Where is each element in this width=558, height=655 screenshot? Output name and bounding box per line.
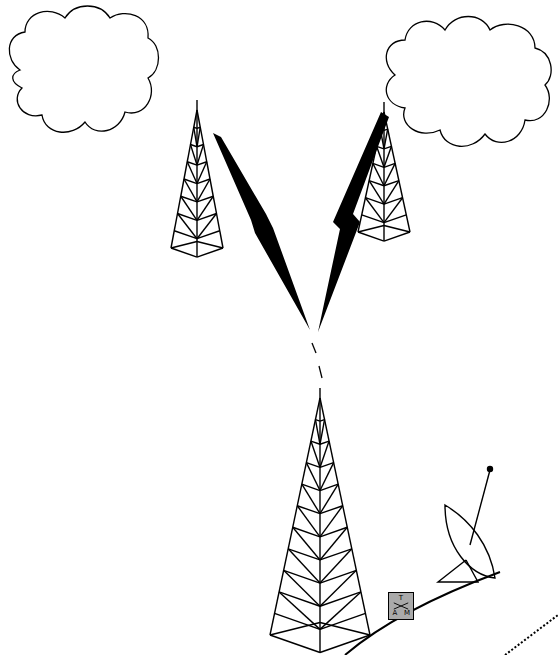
tower-strut — [320, 613, 365, 629]
tower-strut — [383, 102, 384, 112]
tower-strut — [358, 232, 384, 241]
tower-strut — [320, 506, 343, 537]
tower-strut — [320, 420, 325, 445]
tower-strut — [384, 198, 403, 223]
switch-cross — [394, 603, 408, 609]
tower-strut — [384, 163, 395, 185]
ground-line — [345, 572, 500, 655]
tower-strut — [297, 506, 320, 537]
tower-strut — [384, 129, 388, 149]
tower-strut — [184, 179, 197, 202]
switch-letter: M — [404, 610, 410, 617]
tower-strut — [320, 441, 329, 467]
tower-strut — [197, 127, 200, 147]
cloud — [9, 6, 158, 132]
tower-strut — [187, 162, 197, 184]
switch-letter: A — [393, 610, 398, 617]
tower-strut — [320, 484, 338, 514]
tower-strut — [197, 110, 223, 248]
lightning-bolts — [213, 112, 389, 332]
signal-mark — [319, 366, 322, 378]
tower-strut — [279, 592, 320, 629]
tower-strut — [302, 484, 320, 514]
lightning-bolt — [213, 133, 310, 330]
tower-strut — [384, 112, 410, 232]
tower-strut — [384, 232, 410, 241]
tower-strut — [197, 179, 210, 202]
tower-strut — [293, 527, 320, 560]
tower-strut — [194, 127, 197, 147]
tower-strut — [320, 463, 334, 491]
tower-strut — [197, 214, 217, 239]
tower-strut — [197, 248, 223, 257]
tower-strut — [319, 398, 320, 653]
tower-strut — [319, 388, 320, 398]
clouds — [9, 6, 551, 146]
tower-strut — [196, 100, 197, 110]
signal-mark — [312, 343, 316, 353]
tower-strut — [171, 110, 197, 248]
tower-strut — [171, 242, 197, 249]
tower-strut — [320, 527, 347, 560]
lightning-bolt — [318, 112, 389, 332]
tower-strut — [384, 226, 410, 233]
tower-strut — [384, 181, 399, 205]
tower-strut — [270, 398, 320, 635]
satellite-dish — [438, 467, 495, 583]
tower-strut — [373, 163, 384, 185]
tower-strut — [377, 146, 384, 167]
tower-strut — [191, 145, 198, 166]
tower-strut — [306, 463, 320, 491]
dish-feed-head — [488, 467, 493, 472]
tower-strut — [279, 592, 320, 606]
atm-switch-box: T AM — [388, 592, 414, 620]
cloud — [386, 17, 551, 147]
tower-strut — [369, 181, 384, 205]
tower-strut — [320, 635, 370, 653]
tower-strut — [270, 635, 320, 653]
switch-letter: T — [399, 595, 403, 602]
tower-strut — [197, 196, 213, 220]
tower-strut — [311, 441, 320, 467]
tower-strut — [171, 248, 197, 257]
radio-towers — [171, 100, 410, 653]
tower-strut — [181, 196, 197, 220]
tower-strut — [320, 398, 370, 635]
tower-strut — [275, 613, 320, 629]
tower-strut — [315, 420, 320, 445]
tower-strut — [197, 242, 223, 249]
tower-strut — [320, 623, 370, 636]
dotted-line — [505, 615, 558, 655]
dish-stand — [438, 560, 478, 582]
tower-strut — [384, 146, 391, 167]
tower-strut — [365, 198, 384, 223]
tower-strut — [178, 214, 198, 239]
tower-strut — [288, 549, 320, 583]
dish-feed — [470, 470, 490, 545]
tower-strut — [270, 623, 320, 636]
tower-strut — [320, 592, 361, 629]
tower-strut — [358, 226, 384, 233]
tower-strut — [197, 162, 207, 184]
signal-marks — [312, 343, 322, 378]
tower-strut — [320, 549, 352, 583]
tower-strut — [197, 145, 204, 166]
tower-strut — [320, 592, 361, 606]
